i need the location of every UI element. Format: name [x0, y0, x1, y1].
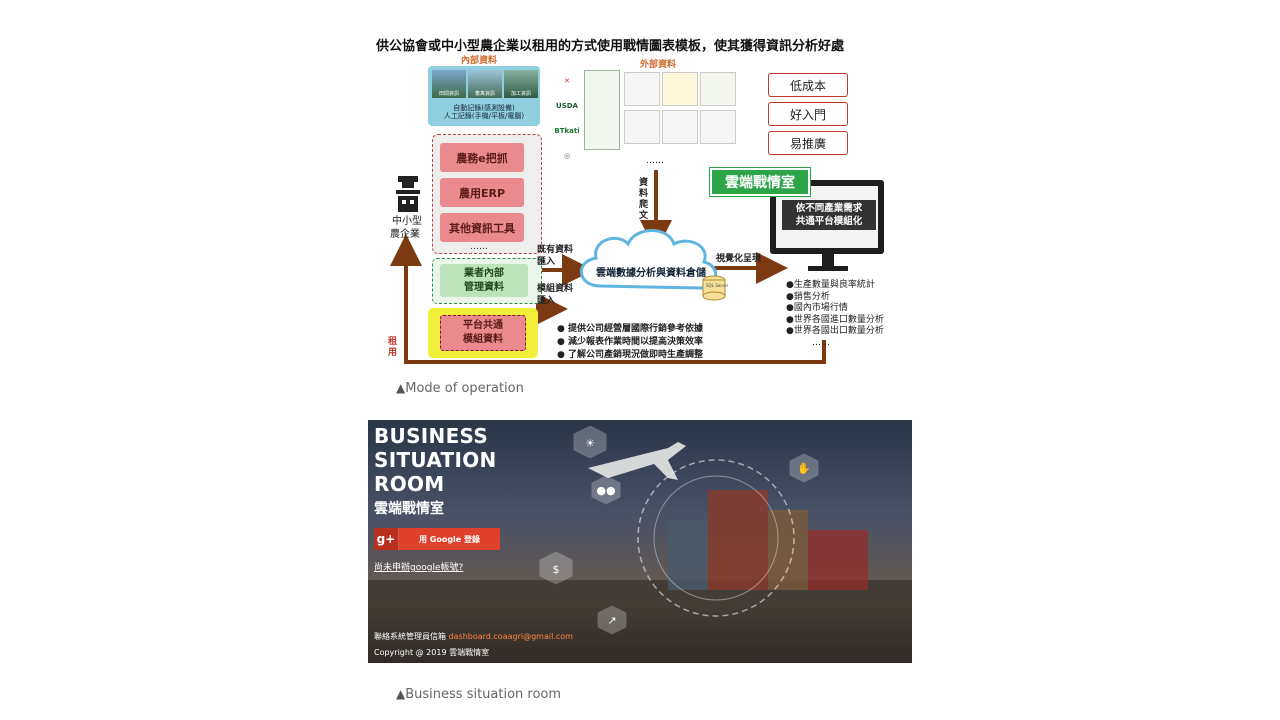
internal-caption-manual: 人工記錄(手機/平板/電腦) [443, 112, 525, 120]
existing-import-label: 既有資料匯入 [537, 245, 574, 267]
table-thumbnail [700, 110, 736, 144]
tool-farm-erp: 農用ERP [440, 178, 524, 207]
internal-data-label: 內部資料 [461, 56, 498, 66]
enterprise-label-2: 農企業 [390, 229, 420, 240]
tool-farm-ecatch: 農務e把抓 [440, 143, 524, 172]
slide-title: 供公協會或中小型農企業以租用的方式使用戰情圖表模板，使其獲得資訊分析好處 [376, 39, 845, 54]
benefit-easy-spread: 易推廣 [768, 131, 848, 155]
visual-label: 視覺化呈現 [716, 254, 762, 264]
usda-logo: USDA [556, 102, 578, 110]
internal-data-panel: 田間資訊 畜禽資訊 加工資訊 自動記錄(感測設備) 人工記錄(手機/平板/電腦) [428, 66, 540, 126]
monitor-label: 依不同產業需求共通平台模組化 [782, 200, 876, 230]
caption-business-situation-room: ▲Business situation room [396, 687, 562, 702]
enterprise-label-1: 中小型 [392, 216, 422, 227]
tools-ellipsis: …… [470, 242, 488, 252]
external-data-label: 外部資料 [640, 60, 677, 70]
banner-copyright: Copyright @ 2019 雲端戰情室 [374, 648, 490, 657]
admin-email-link[interactable]: dashboard.coaagri@gmail.com [448, 632, 573, 641]
livestock-photo: 畜禽資訊 [468, 70, 502, 98]
rent-loop-line [390, 234, 826, 364]
banner-subtitle: 雲端戰情室 [374, 501, 444, 517]
weather-hex-icon: ☀ [573, 425, 607, 459]
triangle-caption-icon: ▲ [396, 687, 406, 701]
admin-contact: 聯絡系統管理員信箱 dashboard.coaagri@gmail.com [374, 632, 573, 641]
google-login-label: 用 Google 登錄 [418, 534, 481, 544]
caption-mode-of-operation: ▲Mode of operation [396, 381, 524, 396]
internal-mgmt-data: 業者內部管理資料 [440, 264, 528, 297]
external-ellipsis: …… [646, 156, 664, 166]
crawl-label: 資料爬文 [639, 178, 649, 221]
data-list-thumbnail [584, 70, 620, 150]
btkati-logo: BTkati [554, 127, 580, 135]
no-google-account-link[interactable]: 尚未申辦google帳號? [374, 563, 464, 573]
svg-text:✋: ✋ [797, 462, 811, 475]
fao-logo-icon: ✕ [564, 77, 570, 85]
war-room-tag: 雲端戰情室 [710, 168, 810, 196]
google-login-button[interactable]: g+ 用 Google 登錄 [374, 528, 500, 550]
google-plus-icon: g+ [374, 528, 399, 550]
users-hex-icon: ●● [591, 475, 621, 505]
banner-graphics: ☀ ●● $ ↗ ✋ [368, 425, 912, 663]
internal-caption-auto: 自動記錄(感測設備) [453, 104, 515, 112]
processing-photo: 加工資訊 [504, 70, 538, 98]
field-photo: 田間資訊 [432, 70, 466, 98]
svg-text:$: $ [553, 563, 560, 576]
triangle-caption-icon: ▲ [396, 381, 406, 395]
svg-text:↗: ↗ [607, 614, 616, 627]
sql-server-label: SQL Server [706, 283, 729, 288]
banner-title: BUSINESS SITUATION ROOM [374, 424, 497, 496]
results-list: ●生產數量與良率統計 ●銷售分析 ●國內市場行情 ●世界各國進口數量分析 ●世界… [786, 280, 884, 348]
monitor-stand [822, 254, 834, 266]
business-situation-room-banner: ☀ ●● $ ↗ ✋ BUSINESS SITUATION ROOM 雲端戰情室… [368, 420, 912, 663]
tool-other: 其他資訊工具 [440, 213, 524, 242]
database-icon [702, 275, 726, 301]
seal-logo-icon: ◎ [563, 152, 571, 160]
benefit-notes: ● 提供公司經營層國際行銷參考依據 ● 減少報表作業時間以提高決策效率 ● 了解… [557, 324, 703, 360]
benefit-low-cost: 低成本 [768, 73, 848, 97]
chart-hex-icon: ↗ [597, 605, 627, 635]
module-import-label: 模組資料匯入 [537, 284, 574, 306]
handshake-hex-icon: ✋ [789, 453, 819, 483]
bar-thumbnail [662, 72, 698, 106]
external-logos: ✕ USDA BTkati ◎ [554, 70, 580, 170]
airplane-icon [588, 442, 686, 480]
platform-module-data: 平台共通模組資料 [440, 315, 526, 351]
cloud-icon [579, 229, 717, 290]
svg-text:●●: ●● [596, 484, 615, 497]
world-map-thumbnail [624, 72, 660, 106]
rent-label: 租用 [388, 337, 398, 358]
svg-text:☀: ☀ [585, 437, 595, 450]
pie-thumbnail [700, 72, 736, 106]
monitor-base [808, 266, 848, 271]
dollar-hex-icon: $ [539, 551, 573, 585]
warning-person-icon [396, 176, 420, 212]
scatter-thumbnail [624, 110, 660, 144]
line-thumbnail [662, 110, 698, 144]
cloud-label: 雲端數據分析與資料倉儲 [596, 268, 706, 279]
benefit-easy-start: 好入門 [768, 102, 848, 126]
